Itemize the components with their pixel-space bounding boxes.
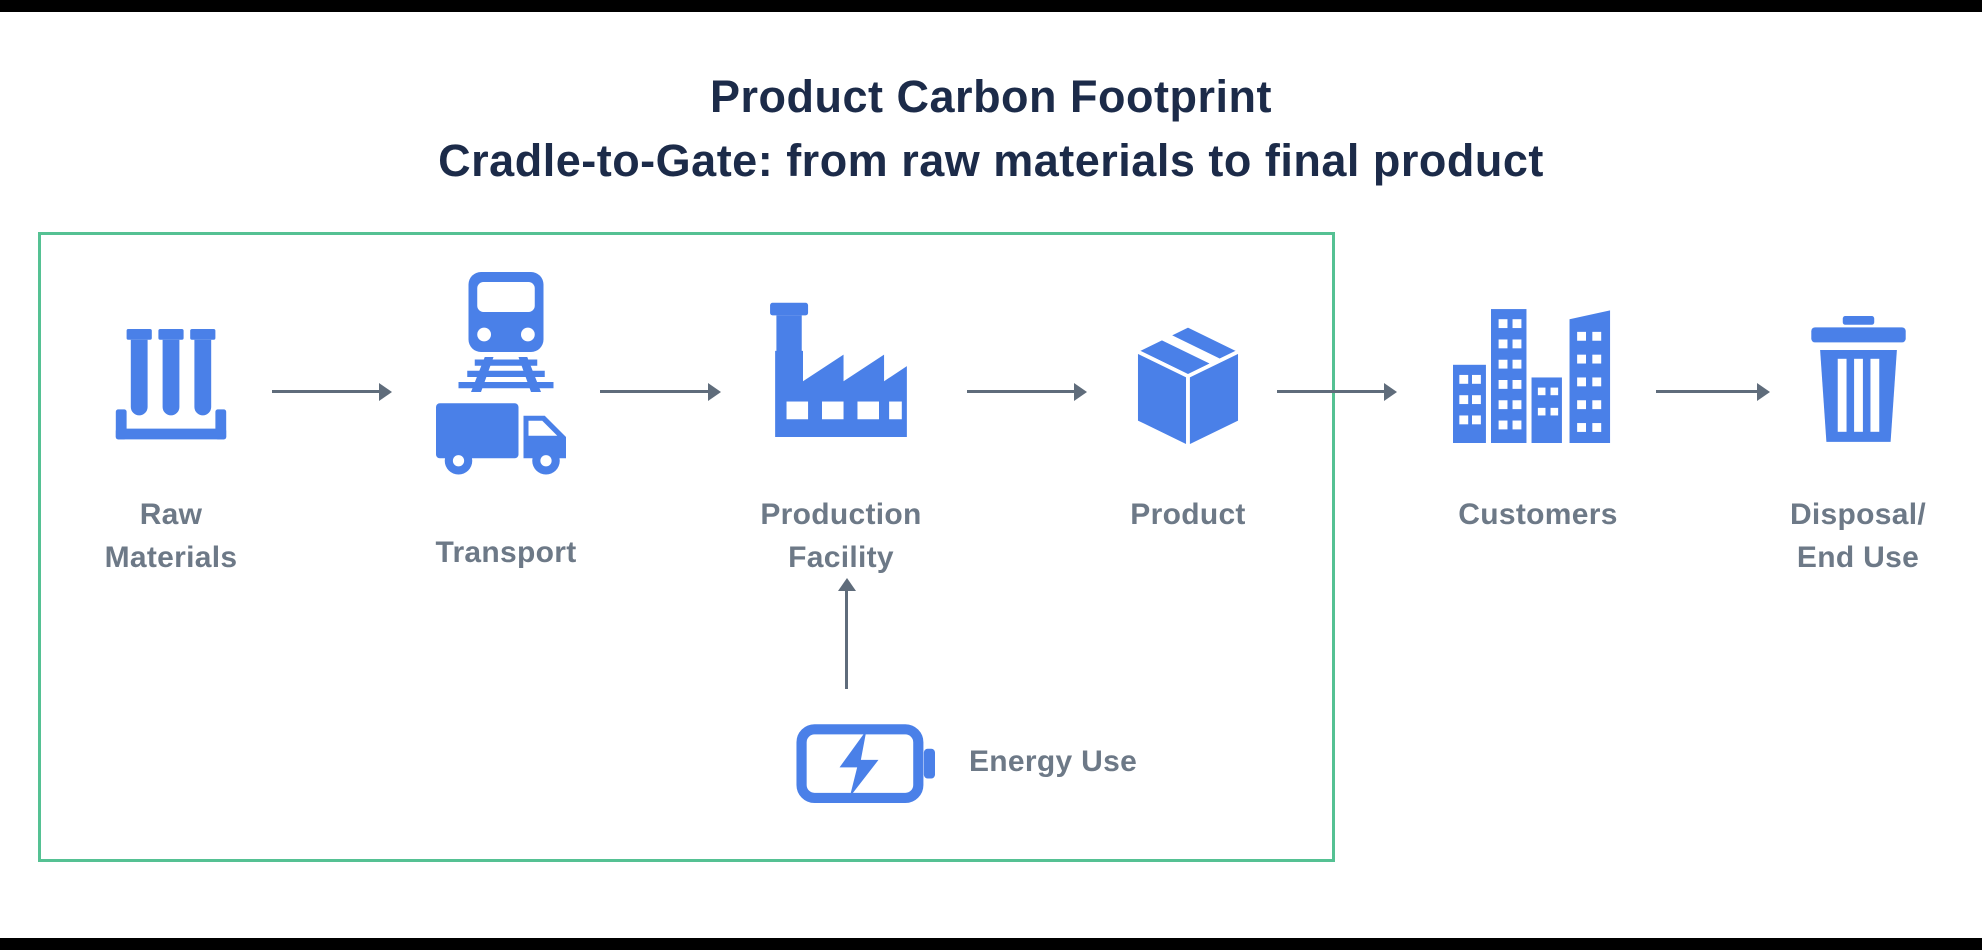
city-buildings-icon (1452, 304, 1624, 444)
stage-product: Product (1068, 323, 1308, 536)
arrow-transport-to-production (600, 390, 709, 393)
stage-production-facility: Production Facility (721, 285, 961, 579)
stage-label-customers: Customers (1458, 498, 1618, 532)
arrow-product-to-customers (1277, 390, 1385, 393)
arrow-customers-to-disposal (1656, 390, 1758, 393)
arrow-production-to-product (967, 390, 1075, 393)
battery-energy-icon (796, 724, 935, 804)
product-box-icon (1131, 323, 1245, 450)
page-subtitle: Cradle-to-Gate: from raw materials to fi… (438, 135, 1544, 186)
stage-label-raw-materials: Raw Materials (104, 498, 238, 575)
arrow-raw-to-transport (272, 390, 380, 393)
arrow-energy-to-production (845, 590, 848, 689)
stage-label-transport: Transport (435, 535, 577, 569)
top-border-bar (0, 0, 1982, 12)
bottom-border-bar (0, 938, 1982, 950)
stage-label-disposal-end-use: Disposal/ End Use (1789, 497, 1927, 574)
stage-raw-materials: Raw Materials (51, 323, 291, 579)
stage-label-product: Product (1130, 497, 1246, 531)
stage-transport: Transport (386, 272, 626, 574)
train-truck-icon (436, 272, 576, 485)
stage-disposal-end-use: Disposal/ End Use (1738, 316, 1978, 579)
factory-icon (765, 285, 917, 443)
test-tubes-icon (111, 323, 231, 450)
stage-label-production-facility: Production Facility (760, 498, 922, 575)
energy-use-label: Energy Use (969, 745, 1138, 778)
page-title: Product Carbon Footprint (710, 71, 1272, 122)
cradle-to-gate-boundary-box (38, 232, 1335, 862)
trash-can-icon (1805, 316, 1912, 442)
stage-customers: Customers (1418, 304, 1658, 536)
